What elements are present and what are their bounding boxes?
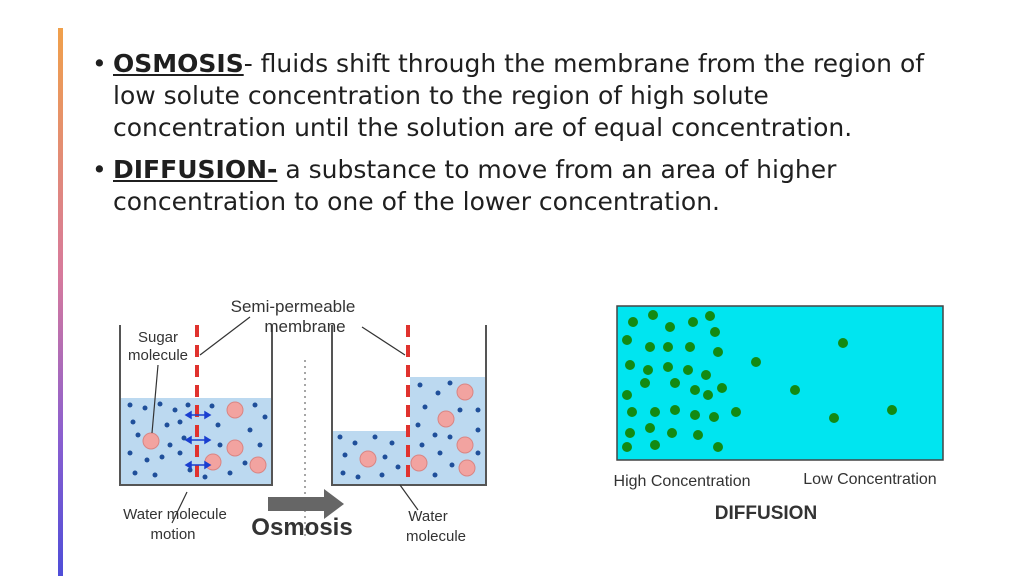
accent-bar (58, 28, 63, 576)
sugar-label-line1: Sugar (138, 329, 178, 346)
bullet-osmosis: OSMOSIS- fluids shift through the membra… (86, 48, 946, 144)
high-concentration-label: High Concentration (614, 473, 751, 490)
sugar-molecule (226, 401, 244, 419)
membrane-label-line2: membrane (264, 317, 345, 336)
sugar-molecule (249, 456, 267, 474)
sugar-molecule (226, 439, 244, 457)
diffusion-title: DIFFUSION (715, 503, 817, 524)
diffusion-particles (622, 310, 897, 452)
water-motion-label-line2: motion (150, 526, 195, 543)
osmosis-definition: - fluids shift through the membrane from… (113, 49, 925, 142)
water-molecules (127, 380, 481, 480)
sugar-label-line2: molecule (128, 347, 188, 364)
sugar-molecule (410, 454, 428, 472)
bullet-diffusion: DIFFUSION- a substance to move from an a… (86, 154, 946, 218)
sugar-molecule (458, 459, 476, 477)
right-beaker (331, 325, 487, 486)
low-concentration-label: Low Concentration (803, 471, 936, 488)
water-molecule-label-line2: molecule (406, 528, 466, 545)
osmosis-figure: Semi-permeable membrane Sugar molecule W… (119, 297, 487, 545)
osmosis-arrow (268, 489, 344, 519)
sugar-molecule (142, 432, 160, 450)
bullet-list: OSMOSIS- fluids shift through the membra… (86, 48, 946, 228)
diffusion-term: DIFFUSION- (113, 155, 278, 184)
sugar-molecule (204, 453, 222, 471)
membrane-label-line1: Semi-permeable (231, 297, 356, 316)
sugar-molecule (437, 410, 455, 428)
water-motion-label-line1: Water molecule (123, 506, 227, 523)
water-molecule-label-line1: Water (408, 508, 447, 525)
diffusion-definition: a substance to move from an area of high… (113, 155, 837, 216)
diffusion-figure: High Concentration Low Concentration DIF… (614, 305, 944, 524)
osmosis-title: Osmosis (251, 514, 352, 541)
sugar-molecule (456, 436, 474, 454)
sugar-molecule (359, 450, 377, 468)
osmosis-pointer-lines (151, 316, 419, 524)
sugar-molecule (456, 383, 474, 401)
water-motion-arrows (184, 410, 212, 470)
osmosis-term: OSMOSIS (113, 49, 244, 78)
left-beaker (119, 325, 273, 486)
